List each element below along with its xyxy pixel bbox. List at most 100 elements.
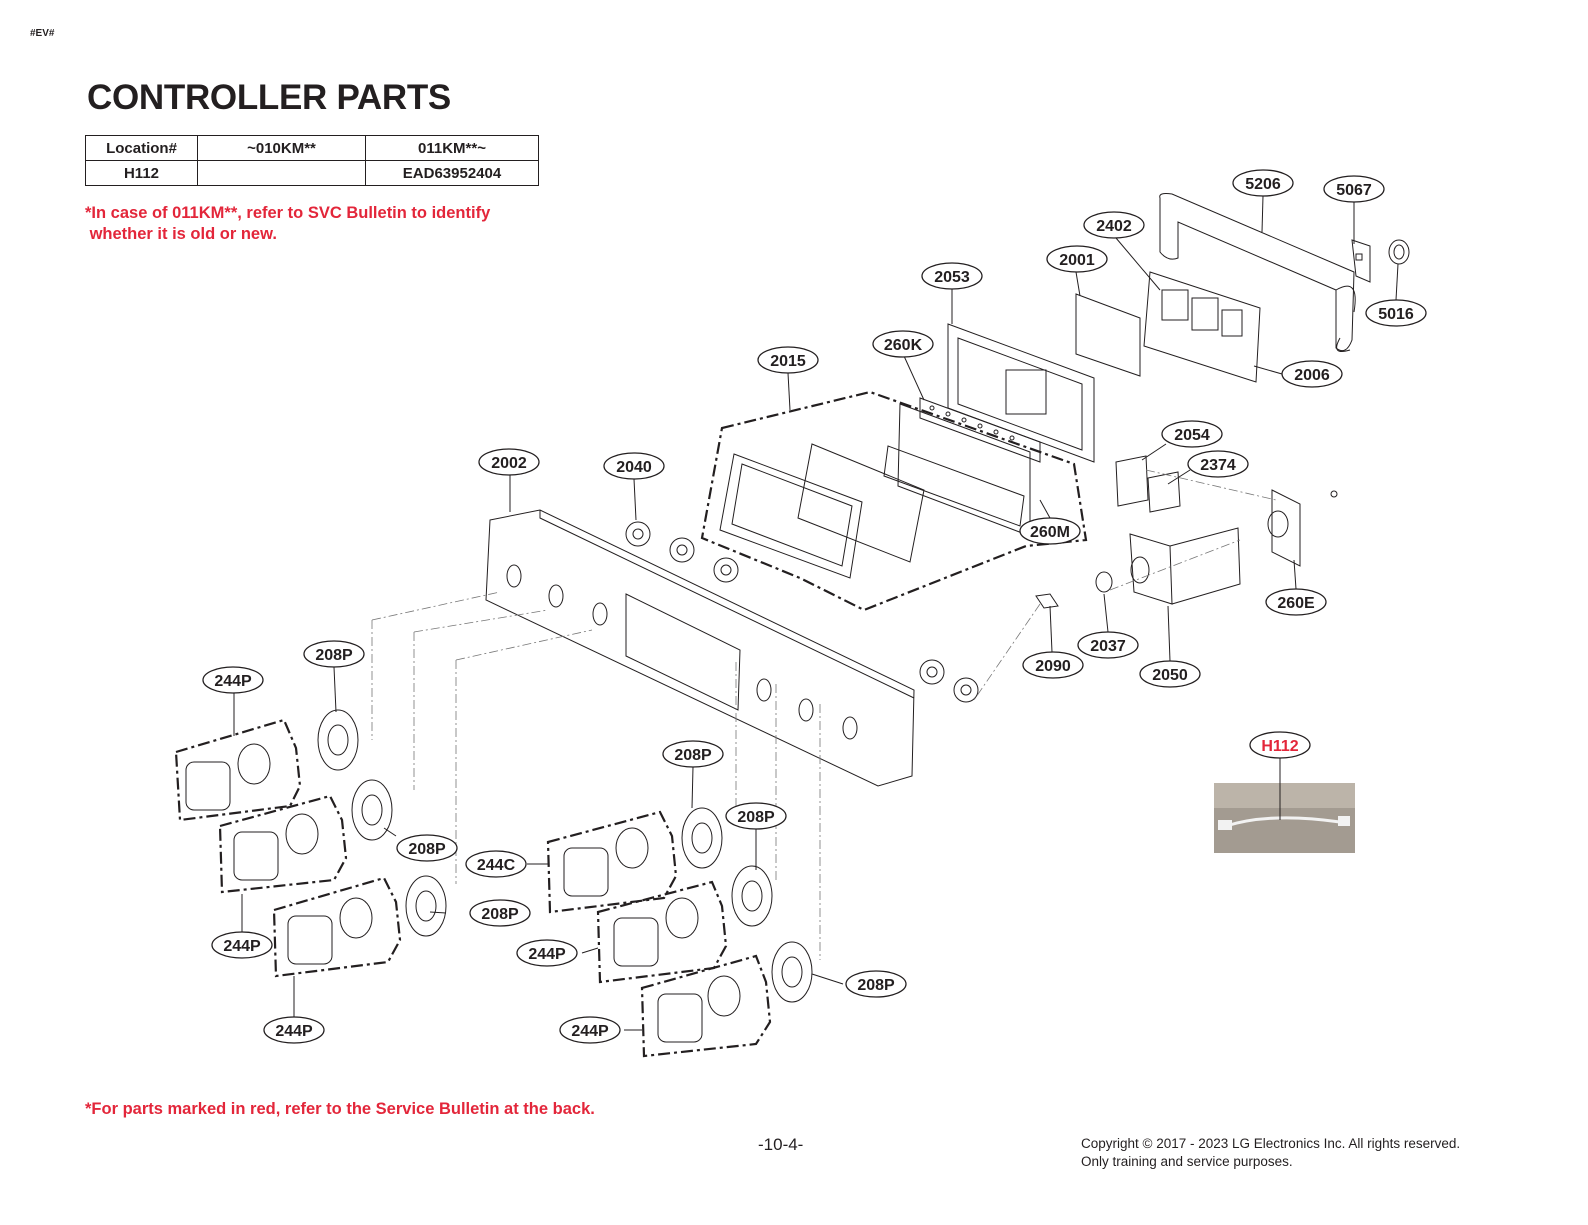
callout-5206: 5206 xyxy=(1232,169,1294,197)
clips-2040 xyxy=(625,521,979,703)
callout-208P: 208P xyxy=(396,834,458,862)
table-cell xyxy=(197,160,366,186)
svg-text:244P: 244P xyxy=(528,946,566,963)
callout-260K: 260K xyxy=(872,330,934,358)
svg-text:2053: 2053 xyxy=(934,269,970,286)
callout-2001: 2001 xyxy=(1046,245,1108,273)
bracket-260K xyxy=(883,397,1041,537)
callout-2053: 2053 xyxy=(921,262,983,290)
service-bulletin-note: *For parts marked in red, refer to the S… xyxy=(85,1100,595,1118)
callout-244P: 244P xyxy=(211,931,273,959)
callout-208P: 208P xyxy=(303,640,365,668)
plate-260E xyxy=(1267,489,1338,567)
part-2374 xyxy=(1147,471,1181,513)
clip-5067 xyxy=(1351,239,1371,283)
svg-text:2037: 2037 xyxy=(1090,638,1126,655)
knob-group-3 xyxy=(272,875,447,978)
knob-group-5 xyxy=(596,865,773,984)
svg-text:208P: 208P xyxy=(315,647,353,664)
svc-bulletin-note: *In case of 011KM**, refer to SVC Bullet… xyxy=(85,204,491,243)
callout-2002: 2002 xyxy=(478,448,540,476)
callout-2037: 2037 xyxy=(1077,631,1139,659)
callout-260E: 260E xyxy=(1265,588,1327,616)
document-tag: #EV# xyxy=(30,28,55,39)
callout-2402: 2402 xyxy=(1083,211,1145,239)
svg-text:208P: 208P xyxy=(408,841,446,858)
frame-2053 xyxy=(947,323,1095,463)
location-table: Location# ~010KM** 011KM**~ H112 EAD6395… xyxy=(85,135,539,186)
callout-2015: 2015 xyxy=(757,346,819,374)
page-title: CONTROLLER PARTS xyxy=(87,78,451,117)
knob-group-6 xyxy=(640,941,813,1058)
svg-text:2054: 2054 xyxy=(1174,427,1210,444)
svg-text:5067: 5067 xyxy=(1336,182,1372,199)
callout-244P: 244P xyxy=(516,939,578,967)
callout-2006: 2006 xyxy=(1281,360,1343,388)
table-header-cell: Location# xyxy=(85,135,198,161)
callout-H112: H112 xyxy=(1249,731,1311,759)
callout-2374: 2374 xyxy=(1187,450,1249,478)
table-cell: H112 xyxy=(85,160,198,186)
copyright-line-2: Only training and service purposes. xyxy=(1081,1154,1293,1169)
callout-208P: 208P xyxy=(725,802,787,830)
svg-text:2015: 2015 xyxy=(770,353,806,370)
svg-text:208P: 208P xyxy=(857,977,895,994)
knob-group-2 xyxy=(218,779,393,894)
part-2090 xyxy=(1035,593,1059,609)
callout-5016: 5016 xyxy=(1365,299,1427,327)
callout-2090: 2090 xyxy=(1022,651,1084,679)
pcb-2006 xyxy=(1143,271,1261,383)
assembly-guides xyxy=(371,469,1277,960)
svg-text:208P: 208P xyxy=(737,809,775,826)
leader-lines xyxy=(233,195,1399,1031)
display-window xyxy=(719,443,925,579)
copyright-notice: Copyright © 2017 - 2023 LG Electronics I… xyxy=(1081,1135,1460,1171)
panel-2002 xyxy=(485,509,915,787)
callout-2050: 2050 xyxy=(1139,660,1201,688)
svg-text:2374: 2374 xyxy=(1200,457,1236,474)
knob-group-4 xyxy=(546,807,723,914)
svg-text:2002: 2002 xyxy=(491,455,527,472)
callout-260M: 260M xyxy=(1019,517,1081,545)
selector-2050 xyxy=(1129,527,1241,605)
svg-text:2402: 2402 xyxy=(1096,218,1132,235)
callout-208P: 208P xyxy=(662,740,724,768)
svg-text:208P: 208P xyxy=(481,906,519,923)
callout-244C: 244C xyxy=(465,850,527,878)
svg-text:260K: 260K xyxy=(884,337,923,354)
table-row: H112 EAD63952404 xyxy=(85,160,539,186)
callout-244P: 244P xyxy=(202,666,264,694)
copyright-line: Copyright © 2017 - 2023 LG Electronics I… xyxy=(1081,1136,1461,1151)
table-cell: EAD63952404 xyxy=(365,160,539,186)
svg-text:260M: 260M xyxy=(1030,524,1070,541)
svg-text:244P: 244P xyxy=(223,938,261,955)
svg-text:208P: 208P xyxy=(674,747,712,764)
callout-208P: 208P xyxy=(845,970,907,998)
harness-photo-H112 xyxy=(1214,783,1355,853)
svg-text:5016: 5016 xyxy=(1378,306,1414,323)
knob-group-1 xyxy=(174,709,359,822)
svg-text:244P: 244P xyxy=(571,1023,609,1040)
callout-244P: 244P xyxy=(559,1016,621,1044)
part-2037 xyxy=(1095,571,1113,593)
svg-text:2040: 2040 xyxy=(616,459,652,476)
callout-2040: 2040 xyxy=(603,452,665,480)
callout-5067: 5067 xyxy=(1323,175,1385,203)
svg-text:244P: 244P xyxy=(275,1023,313,1040)
svg-text:2090: 2090 xyxy=(1035,658,1071,675)
callout-2054: 2054 xyxy=(1161,420,1223,448)
svg-text:2050: 2050 xyxy=(1152,667,1188,684)
svg-text:2001: 2001 xyxy=(1059,252,1095,269)
plate-2001 xyxy=(1075,293,1141,377)
callout-208P: 208P xyxy=(469,899,531,927)
svg-text:244C: 244C xyxy=(477,857,516,874)
page-number: -10-4- xyxy=(758,1135,804,1154)
group-2015 xyxy=(700,390,1088,612)
svg-text:5206: 5206 xyxy=(1245,176,1281,193)
svg-text:2006: 2006 xyxy=(1294,367,1330,384)
part-2054 xyxy=(1115,455,1149,507)
svg-text:244P: 244P xyxy=(214,673,252,690)
bracket-5206 xyxy=(1159,193,1356,352)
callout-244P: 244P xyxy=(263,1016,325,1044)
